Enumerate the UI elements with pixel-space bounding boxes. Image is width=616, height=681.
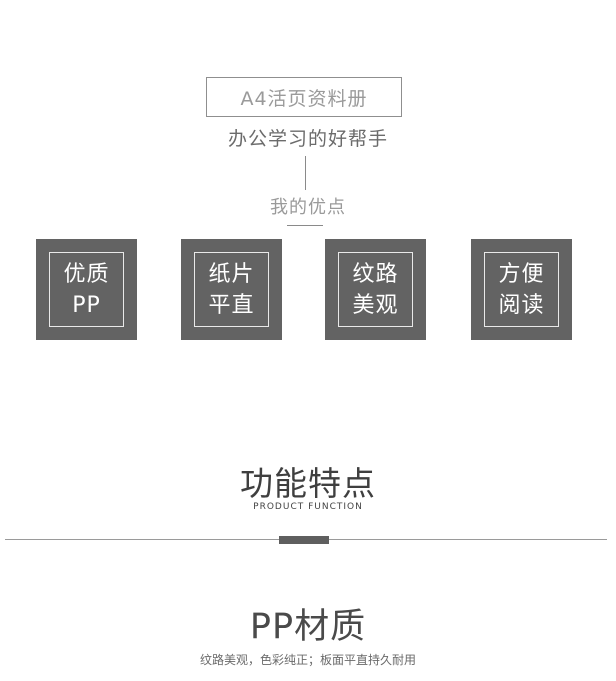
feature-tile-line2: 美观 (352, 292, 399, 318)
feature-tile-line1: 纸片 (208, 261, 255, 287)
product-subtitle: 办公学习的好帮手 (227, 128, 388, 150)
feature-tile-line2: 平直 (208, 292, 255, 318)
feature-tile-easy-reading: 方便 阅读 (471, 239, 572, 340)
merits-underline (287, 225, 323, 226)
feature-tile-line1: 方便 (498, 261, 545, 287)
material-title: PP材质 (249, 607, 367, 647)
feature-tile-line1: 优质 (63, 261, 110, 287)
feature-tile-frame: 纹路 美观 (338, 252, 413, 327)
vertical-connector-line (305, 156, 306, 190)
merits-label: 我的优点 (270, 197, 346, 218)
product-title-box: A4活页资料册 (206, 77, 402, 117)
feature-tile-line1: 纹路 (352, 261, 399, 287)
feature-tile-flat-sheets: 纸片 平直 (181, 239, 282, 340)
feature-tile-quality-pp: 优质 PP (36, 239, 137, 340)
section-divider-accent-bar (279, 536, 329, 544)
feature-tile-texture: 纹路 美观 (325, 239, 426, 340)
feature-tile-frame: 方便 阅读 (484, 252, 559, 327)
material-description: 纹路美观，色彩纯正；板面平直持久耐用 (199, 653, 416, 667)
product-title: A4活页资料册 (240, 87, 368, 110)
feature-tile-line2: 阅读 (498, 292, 545, 318)
feature-tile-frame: 纸片 平直 (194, 252, 269, 327)
features-subtitle: PRODUCT FUNCTION (253, 502, 363, 512)
feature-tile-frame: 优质 PP (49, 252, 124, 327)
feature-tile-line2: PP (72, 292, 101, 318)
features-title: 功能特点 (240, 464, 376, 503)
